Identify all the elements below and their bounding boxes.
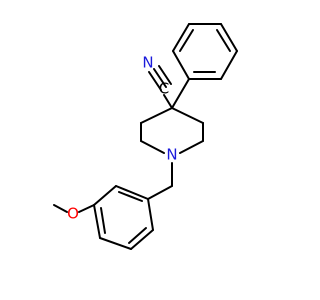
phenyl-bond-5: [220, 50, 238, 80]
piperidine-ring: [140, 107, 204, 154]
phenyl-double-1: [179, 29, 194, 52]
nitrile-carbon-label: C: [159, 80, 169, 98]
aryl-bond-4: [99, 237, 132, 250]
bond-quaternary-to-phenyl: [171, 78, 190, 109]
piperidine-bond-4: [179, 140, 204, 154]
bond-ch2-to-ring: [147, 185, 173, 200]
aryl-bond-2: [93, 185, 117, 206]
bond-o-to-methyl: [53, 204, 68, 213]
aryl-double-3: [128, 227, 147, 244]
structure-canvas: N C N O: [53, 23, 238, 250]
aryl-bond-5: [130, 229, 154, 250]
piperidine-nitrogen-label: N: [166, 146, 177, 164]
phenyl-bond-1: [172, 50, 190, 80]
aryl-double-1: [118, 191, 143, 202]
aryl-bond-1: [115, 185, 149, 200]
bond-quaternary-to-nitrile: [163, 94, 173, 109]
nitrile-bond-line-2: [148, 71, 162, 91]
phenyl-bond-2: [172, 23, 190, 52]
phenyl-double-2: [216, 29, 231, 52]
methoxy-oxygen-label: O: [67, 205, 79, 223]
piperidine-bond-6: [171, 107, 204, 124]
piperidine-bond-3: [140, 140, 165, 154]
phenyl-bond-4: [220, 23, 238, 52]
phenyl-ring: [172, 23, 238, 80]
methoxyphenyl-ring: [93, 185, 154, 250]
nitrile-nitrogen-label: N: [142, 54, 153, 72]
nitrile-triple-bond: [148, 65, 172, 91]
aryl-bond-6: [147, 198, 154, 231]
aryl-double-2: [100, 207, 106, 234]
nitrile-bond-line-3: [158, 65, 172, 85]
piperidine-bond-1: [140, 107, 173, 124]
aryl-bond-3: [93, 204, 101, 239]
bond-ring-to-o: [78, 204, 95, 213]
nitrile-bond-line-1: [153, 68, 167, 88]
molecule-drawing: N C N O: [53, 23, 238, 250]
